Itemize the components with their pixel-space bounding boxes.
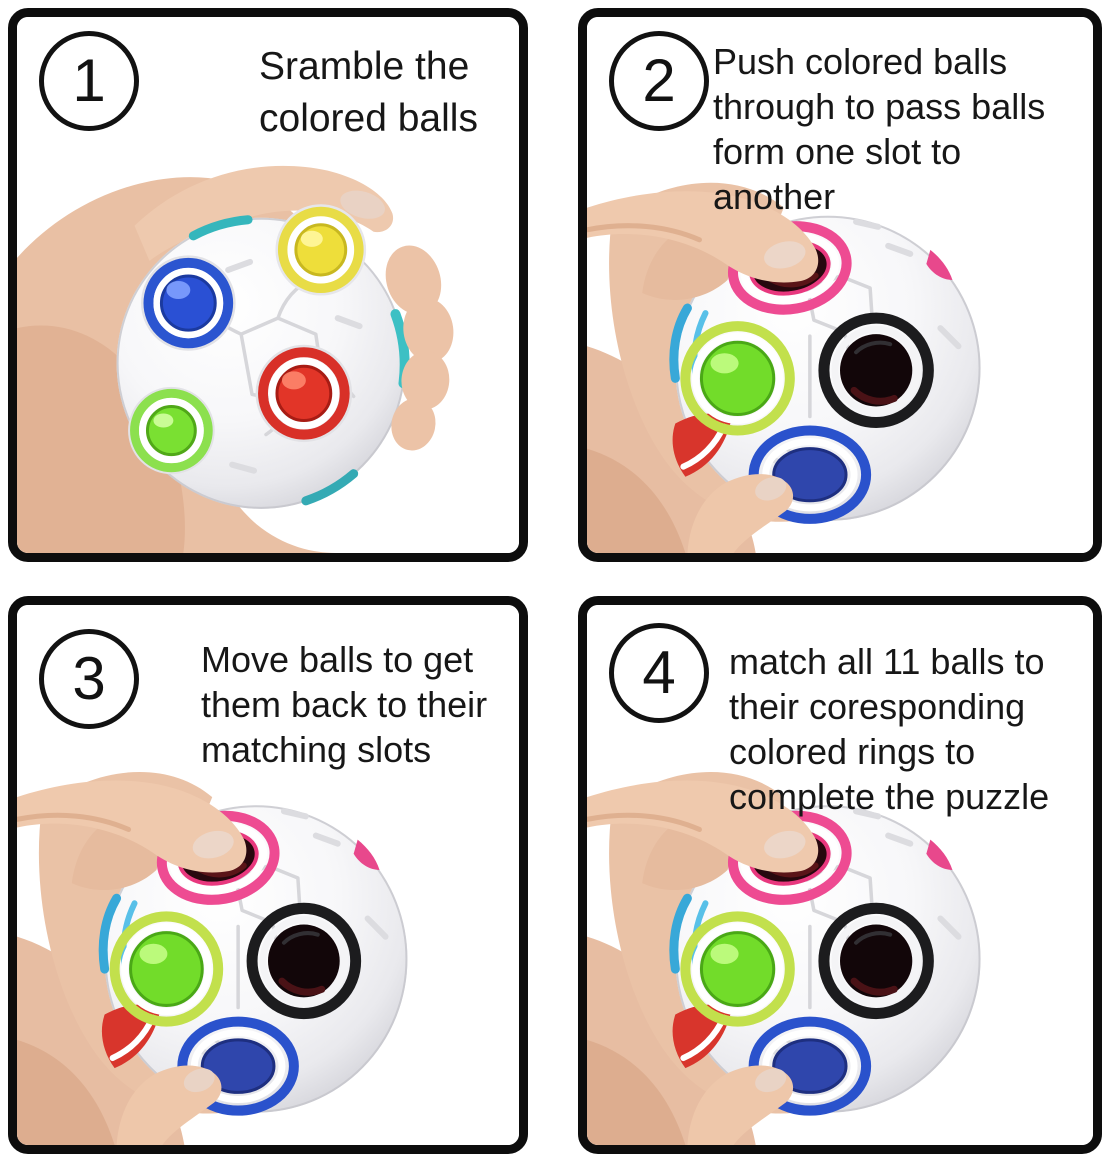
step-panel-1: 1 Sramble the colored balls (8, 8, 528, 562)
step-number-badge: 2 (609, 31, 709, 131)
step-number-badge: 3 (39, 629, 139, 729)
step-instruction: Sramble the colored balls (259, 45, 478, 140)
step-number: 4 (642, 639, 676, 706)
step-instruction: match all 11 balls to their coresponding… (729, 641, 1050, 817)
step-instruction: Move balls to get them back to their mat… (201, 639, 488, 770)
step-number: 1 (72, 47, 106, 114)
step-number: 3 (72, 645, 106, 712)
step-number-badge: 4 (609, 623, 709, 723)
step-panel-2: 2 Push colored balls through to pass bal… (578, 8, 1102, 562)
step-number: 2 (642, 47, 676, 114)
step-instruction: Push colored balls through to pass balls… (713, 41, 1046, 217)
step-number-badge: 1 (39, 31, 139, 131)
step-panel-4: 4 match all 11 balls to their corespondi… (578, 596, 1102, 1154)
step-panel-3: 3 Move balls to get them back to their m… (8, 596, 528, 1154)
